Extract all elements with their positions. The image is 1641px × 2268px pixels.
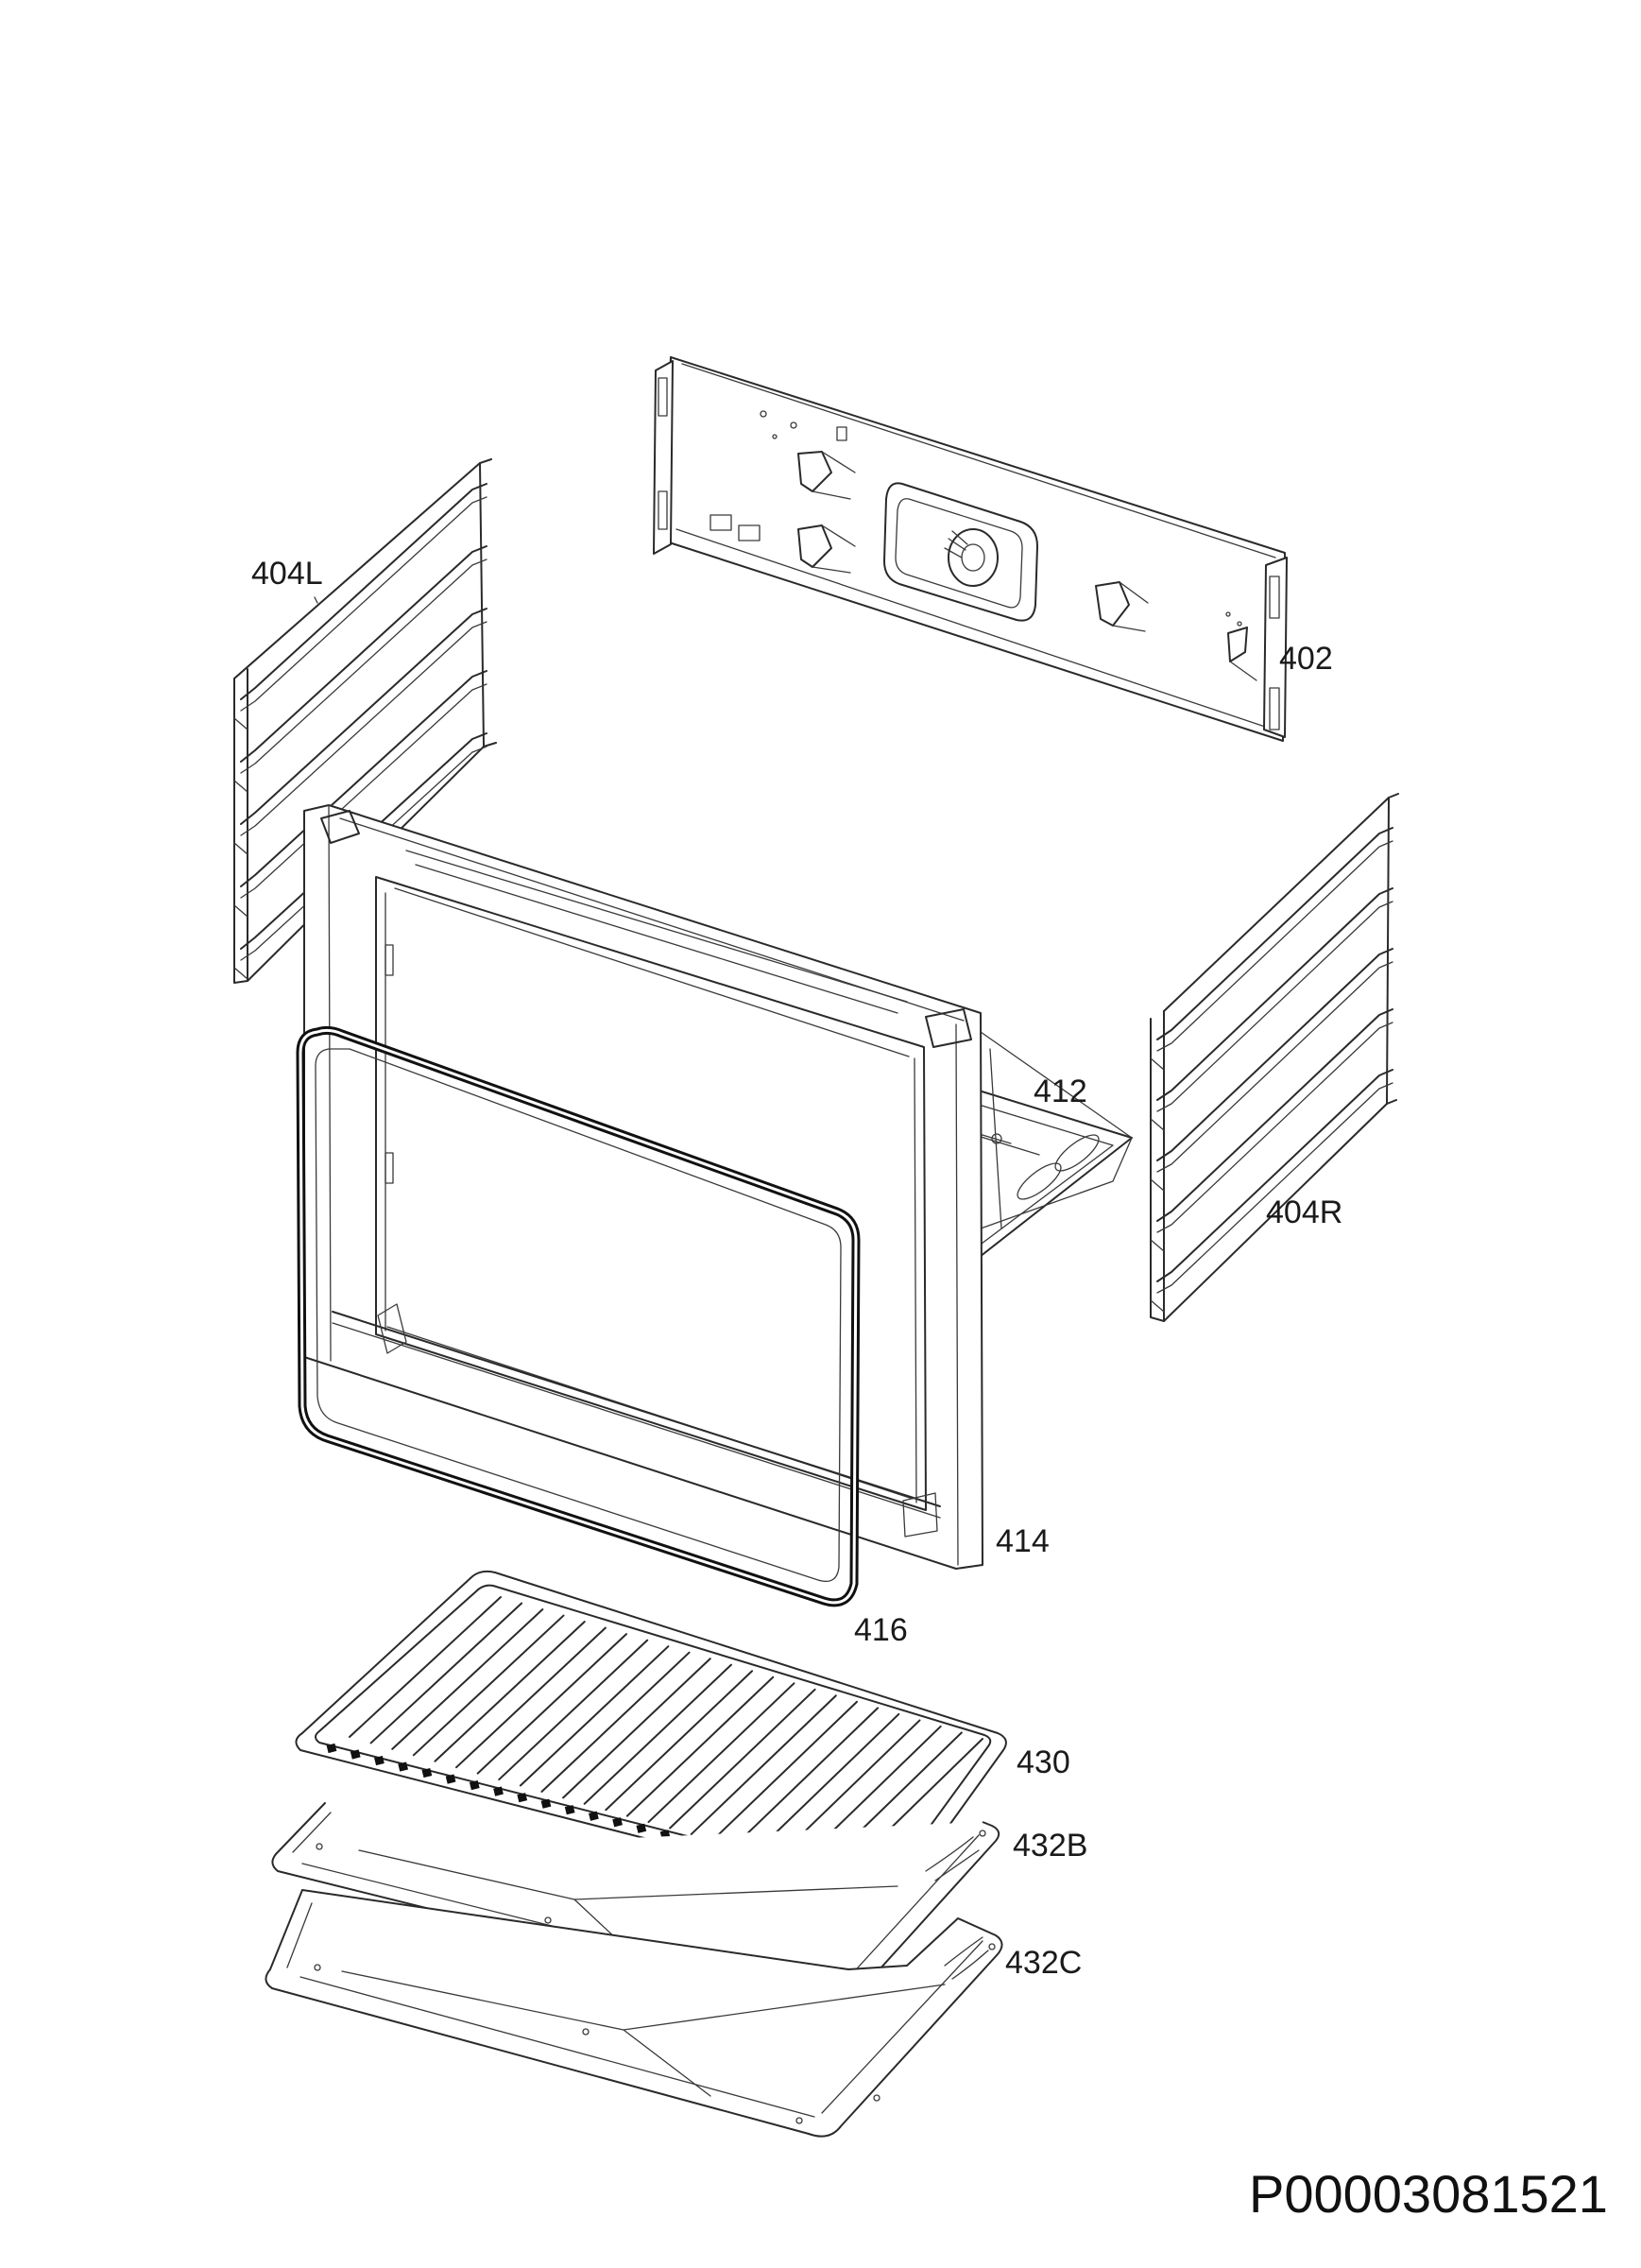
- door-seal-drawing: [296, 1025, 861, 1607]
- shelf-rail: [240, 496, 487, 712]
- label-432c: 432C: [1005, 1945, 1083, 1981]
- shelf-rail: [1156, 1069, 1393, 1282]
- leader-404l: [314, 596, 318, 604]
- shelf-rail-hook: [233, 904, 248, 918]
- grid-tooth: [374, 1755, 385, 1766]
- grid-tooth: [540, 1798, 552, 1809]
- grid-wire: [562, 1658, 711, 1799]
- grid-wire: [690, 1694, 837, 1835]
- label-414: 414: [996, 1523, 1050, 1559]
- shelf-rail: [240, 558, 487, 774]
- shelf-rail: [1156, 948, 1393, 1161]
- shelf-rail: [1156, 827, 1393, 1040]
- shelf-support-right-drawing: [1150, 793, 1399, 1322]
- grid-tooth: [326, 1743, 337, 1754]
- shelf-rail-hook: [233, 717, 248, 730]
- grid-wire: [711, 1700, 858, 1842]
- shelf-rail-hook: [233, 967, 248, 980]
- front-frame-drawing: [303, 804, 983, 1570]
- shelf-rail: [240, 621, 487, 836]
- label-404l: 404L: [251, 556, 323, 592]
- shelf-rail: [240, 683, 487, 899]
- shelf-rail: [1156, 901, 1393, 1112]
- grid-wire: [391, 1608, 544, 1750]
- shelf-rail-hook: [233, 842, 248, 855]
- back-panel-drawing: [653, 356, 1288, 742]
- shelf-rail-hook: [1150, 1178, 1165, 1192]
- grid-tooth: [636, 1823, 647, 1833]
- grid-tooth: [421, 1767, 433, 1778]
- shelf-rail: [1156, 1022, 1393, 1233]
- grid-wire: [583, 1663, 732, 1805]
- grid-wire: [455, 1626, 607, 1769]
- grid-wire: [605, 1670, 754, 1812]
- grid-tooth: [350, 1749, 361, 1760]
- grid-tooth: [564, 1805, 575, 1815]
- grid-wire: [647, 1682, 795, 1824]
- shelf-rail-hook: [1150, 1057, 1165, 1071]
- shelf-rail: [1156, 1008, 1393, 1222]
- shelf-rail-hook: [1150, 1239, 1165, 1252]
- grid-wire: [434, 1621, 586, 1762]
- grid-wire: [349, 1596, 502, 1738]
- grid-wire: [476, 1633, 628, 1775]
- grid-wire: [625, 1675, 775, 1817]
- label-416: 416: [854, 1612, 908, 1648]
- shelf-rail: [240, 483, 487, 700]
- shelf-rail: [1156, 961, 1393, 1173]
- shelf-rail-hook: [1150, 1299, 1165, 1313]
- shelf-rail: [240, 545, 487, 763]
- grid-tooth: [612, 1817, 623, 1828]
- shelf-rail: [1156, 887, 1393, 1101]
- label-402: 402: [1279, 641, 1333, 677]
- grid-wire: [369, 1602, 523, 1744]
- grid-wire: [498, 1639, 649, 1781]
- label-404r: 404R: [1266, 1194, 1343, 1230]
- shelf-rail: [1156, 1082, 1393, 1294]
- grid-tooth: [589, 1811, 599, 1821]
- shelf-rail: [240, 670, 487, 887]
- grid-wire: [732, 1707, 880, 1847]
- grid-tooth: [493, 1786, 504, 1796]
- shelf-rail: [1156, 840, 1393, 1052]
- grid-tooth: [517, 1793, 528, 1803]
- label-432b: 432B: [1013, 1828, 1088, 1864]
- shelf-rail-hook: [233, 780, 248, 793]
- drawing-id: P00003081521: [1249, 2164, 1608, 2224]
- grid-wire: [669, 1688, 816, 1830]
- grid-wire: [754, 1712, 900, 1854]
- grid-wire: [519, 1645, 670, 1787]
- deep-pan-drawing: [265, 1889, 1003, 2138]
- shelf-rail-hook: [1150, 1118, 1165, 1131]
- label-430: 430: [1017, 1744, 1070, 1780]
- grid-wire: [412, 1614, 565, 1757]
- grid-wire: [540, 1651, 691, 1793]
- label-412: 412: [1034, 1074, 1087, 1109]
- grid-tooth: [445, 1774, 456, 1784]
- grid-tooth: [469, 1780, 480, 1791]
- grid-tooth: [398, 1761, 409, 1772]
- shelf-rail: [240, 608, 487, 825]
